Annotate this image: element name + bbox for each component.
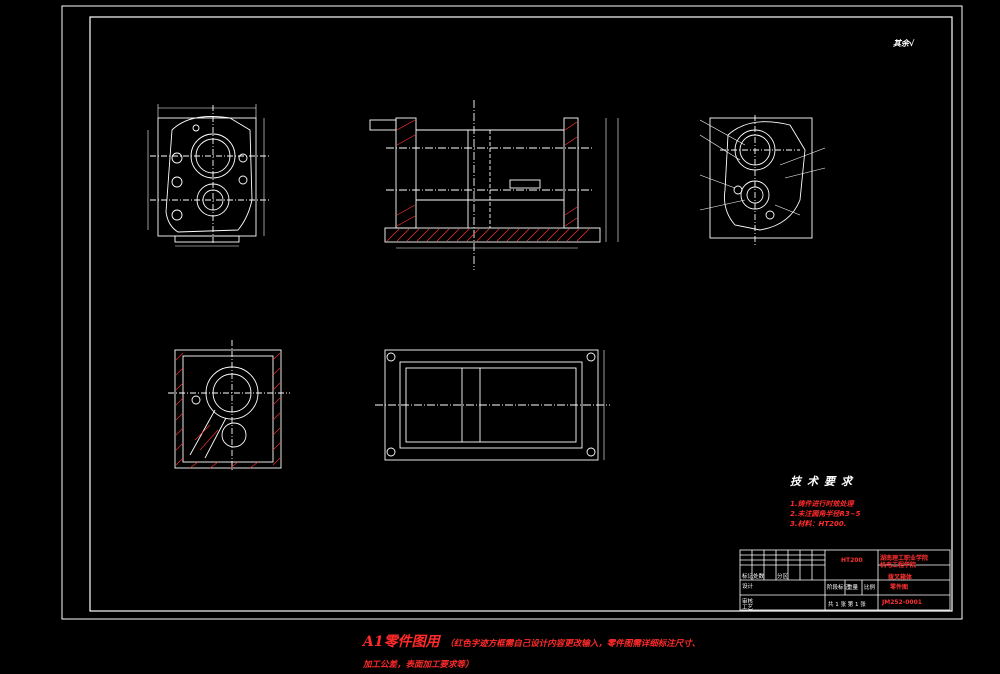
- title-block-part-name-sub: 零件图: [890, 584, 909, 591]
- footer-note-line2: 加工公差，表面加工要求等）: [363, 660, 474, 670]
- plan-view: [375, 349, 610, 461]
- title-block-material: HT200: [841, 557, 863, 564]
- footer-note-big: A1零件图用: [363, 634, 440, 650]
- title-block-label-review: 审核: [742, 599, 754, 605]
- side-view: [699, 115, 826, 245]
- section-hatch: [386, 119, 590, 242]
- title-block-school: 湖南理工职业学院: [880, 555, 929, 562]
- lower-section-view: [168, 340, 290, 470]
- title-block-code: JM252-0001: [882, 599, 922, 606]
- title-block-part-name: 拨叉箱体: [888, 574, 913, 581]
- title-block-label-design: 设计: [742, 584, 754, 590]
- title-block-label-mark: 标记处数: [742, 574, 765, 580]
- tech-requirements-title: 技术要求: [790, 475, 858, 488]
- footer-note: A1零件图用 （红色字迹方框需自己设计内容更改输入，零件图需详细标注尺寸、 加工…: [363, 632, 843, 674]
- inner-frame: [89, 16, 953, 612]
- lower-section-hatch: [175, 352, 281, 469]
- title-block-label-weight: 重量: [847, 585, 859, 591]
- front-view: [147, 104, 270, 247]
- section-view: [369, 100, 619, 270]
- tech-requirement-2: 2.未注圆角半径R3~5: [790, 510, 861, 518]
- title-block-label-stage: 阶段标记: [827, 585, 850, 591]
- tech-requirement-1: 1.铸件进行时效处理: [790, 500, 854, 508]
- title-block: [739, 549, 951, 611]
- title-block-label-scale: 比例: [864, 585, 876, 591]
- roughness-note: 其余√: [893, 39, 915, 48]
- title-block-school-sub: 机电工程学院: [880, 562, 917, 569]
- outer-frame: [61, 5, 963, 620]
- tech-requirement-3: 3.材料：HT200.: [790, 520, 847, 528]
- title-block-label-sheet: 共 1 张 第 1 张: [828, 602, 866, 608]
- title-block-label-process: 工艺: [742, 605, 754, 611]
- title-block-label-division: 分区: [777, 574, 789, 580]
- footer-note-line1: （红色字迹方框需自己设计内容更改输入，零件图需详细标注尺寸、: [445, 639, 701, 649]
